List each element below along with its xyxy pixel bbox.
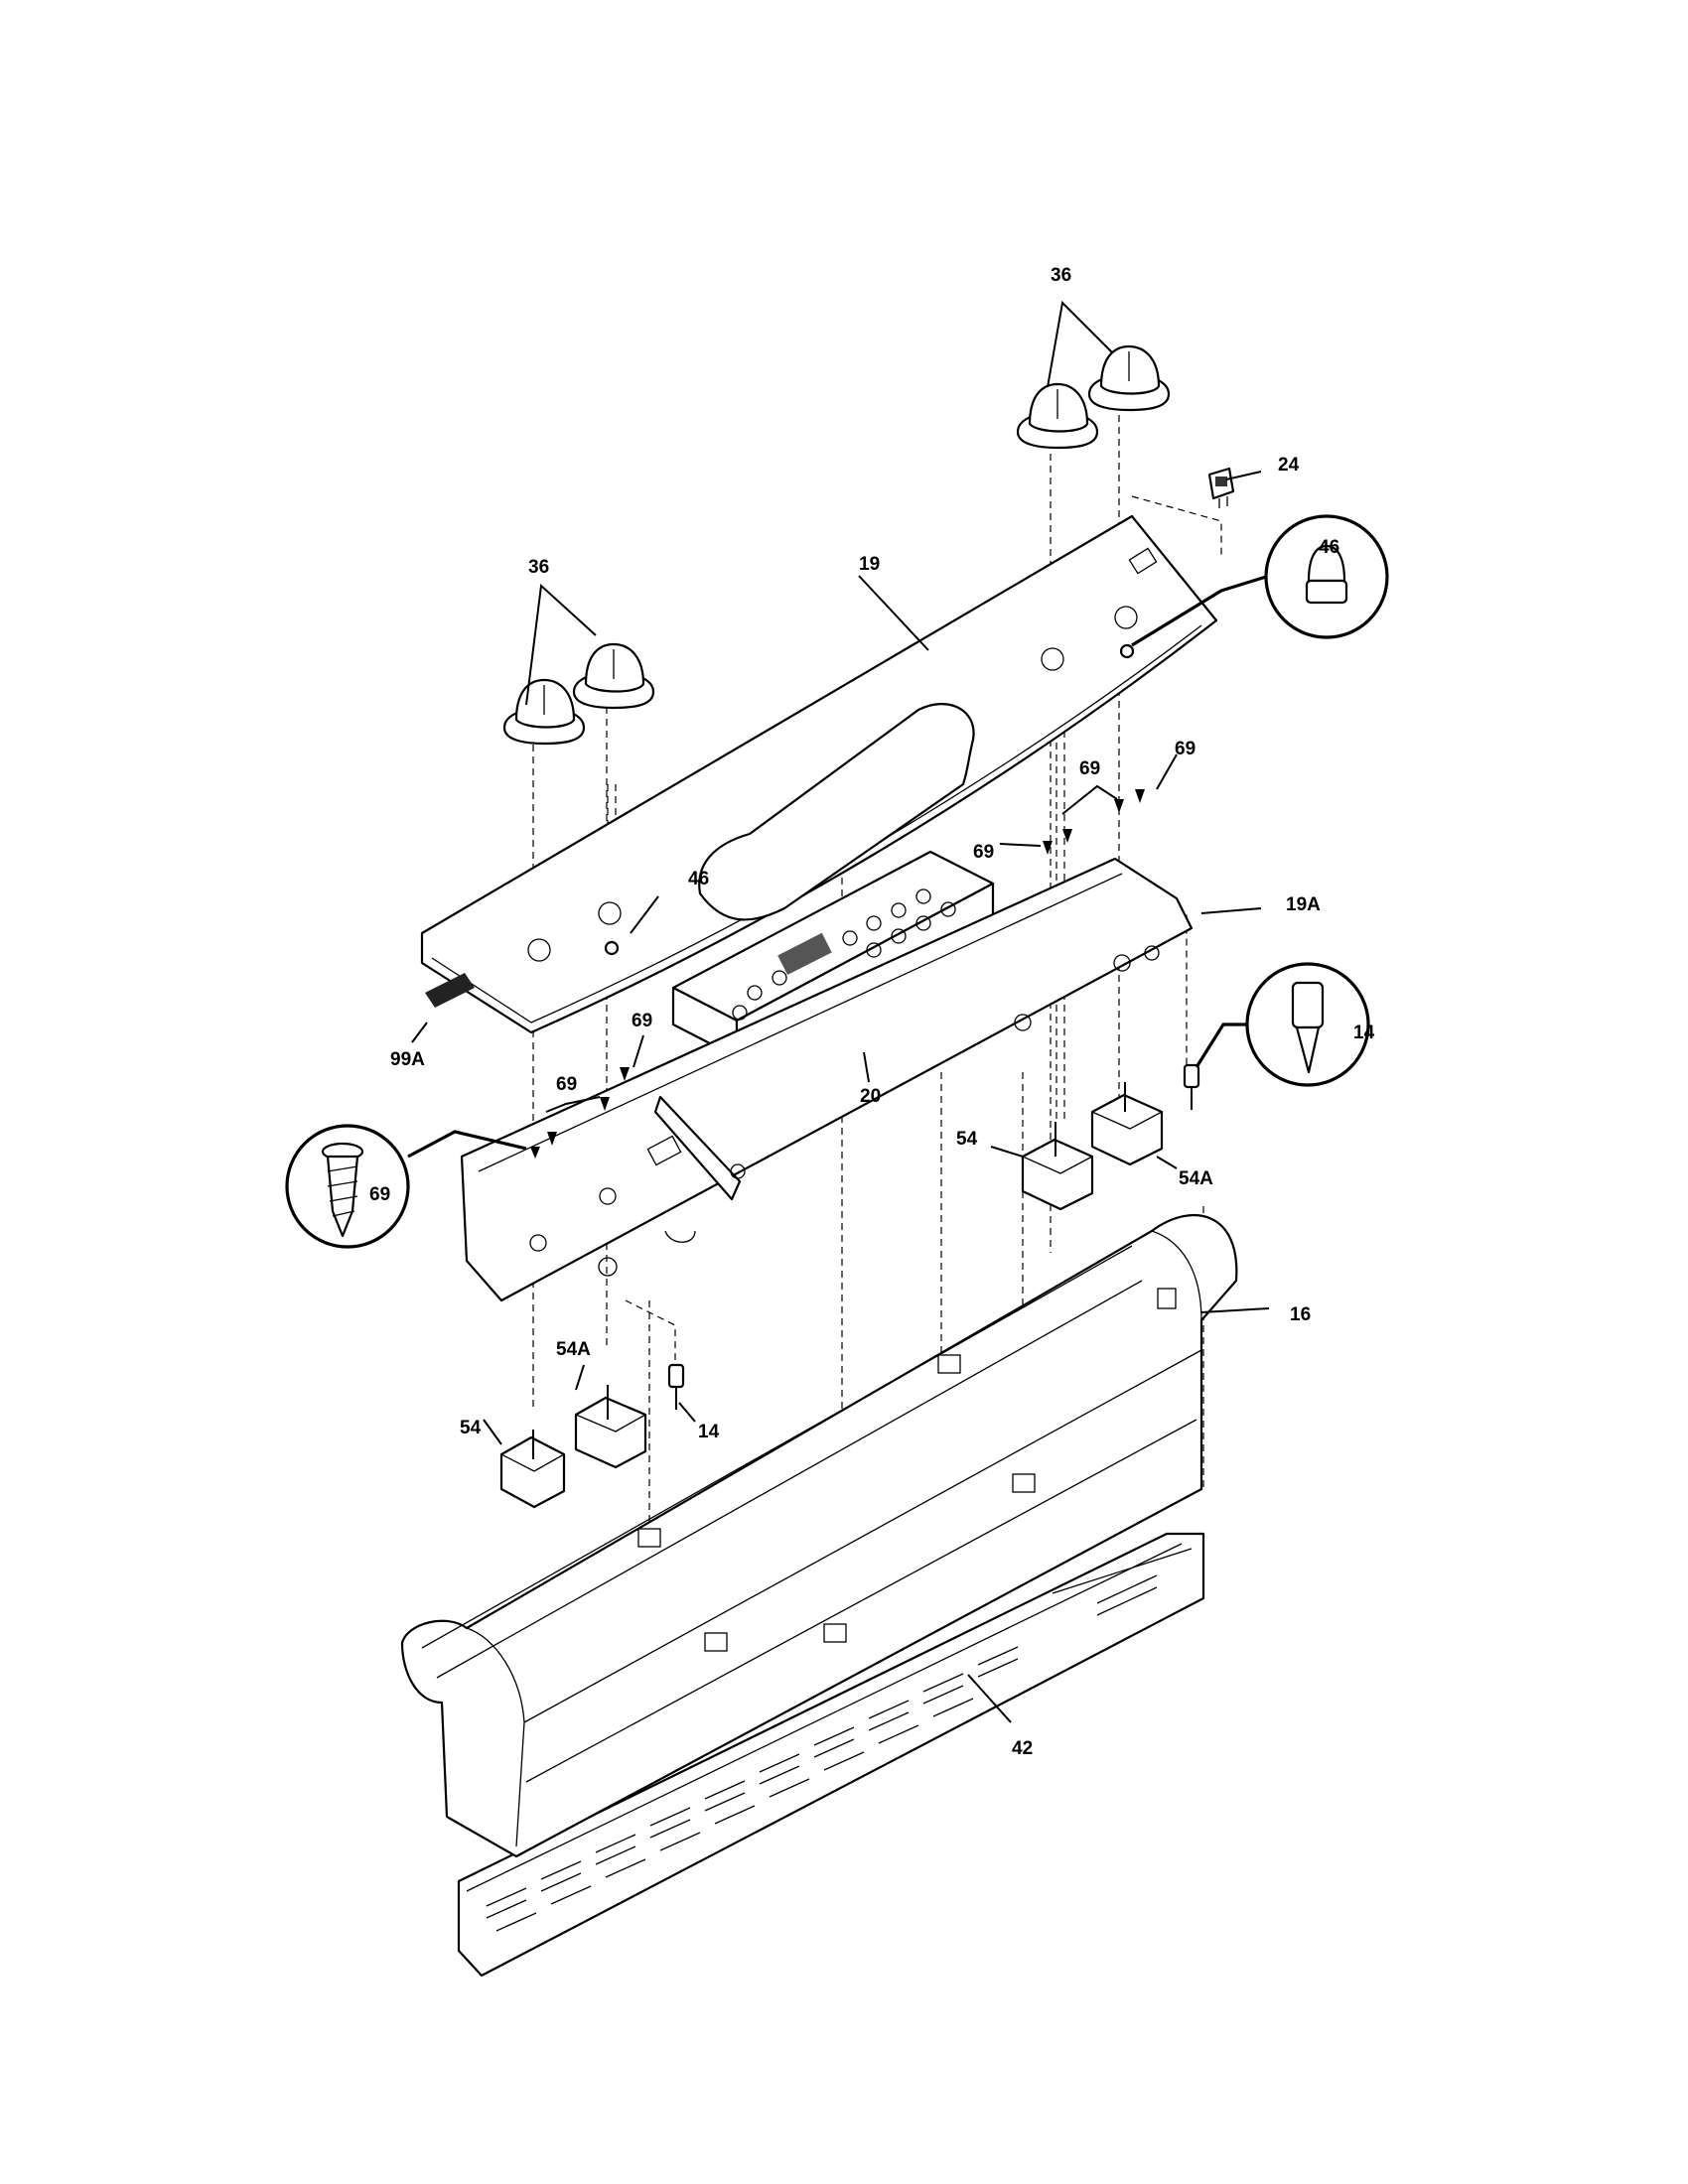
callout-36: 36 [1051,265,1071,286]
infinite-switch-part-54-left [499,1430,566,1509]
knob-icon [1087,344,1171,412]
callout-46: 46 [688,869,709,889]
infinite-switch-part-54-right [1021,1122,1094,1211]
callout-46: 46 [1319,537,1339,558]
knob-icon [1016,382,1099,450]
backguard-trim-part-16 [400,1213,1238,1858]
callout-24: 24 [1278,455,1300,476]
zoom-detail-69 [285,1124,527,1249]
knob-icon [502,678,586,746]
callout-69: 69 [369,1184,390,1205]
callout-69: 69 [1175,739,1196,759]
screw-icon [530,789,1145,1159]
callout-42: 42 [1012,1738,1033,1759]
callout-54: 54 [956,1129,978,1150]
indicator-lamp-part-14-right [1183,1063,1200,1110]
callout-16: 16 [1290,1304,1311,1325]
callout-54: 54 [460,1418,482,1438]
callout-99A: 99A [390,1049,425,1070]
zoom-detail-46 [1131,514,1389,647]
callout-54A: 54A [556,1339,591,1360]
callout-14: 14 [1353,1023,1375,1043]
vent-grille-part-42 [457,1532,1205,1978]
callout-14: 14 [698,1422,720,1442]
leader-lines [411,300,1270,1723]
zoom-detail-14 [1195,962,1370,1087]
mounting-bracket-part-19A [460,857,1194,1302]
callout-20: 20 [860,1086,881,1107]
control-panel-part-19 [420,514,1218,1034]
callout-69: 69 [973,842,994,863]
callout-19: 19 [859,554,880,575]
callout-labels: 36 24 46 36 19 69 69 69 46 19A 14 99A 69… [369,265,1375,1759]
callout-69: 69 [632,1011,652,1031]
infinite-switch-part-54A-left [574,1385,647,1469]
indicator-lamp-part-14 [667,1363,685,1410]
rocker-switch-part-24 [1207,467,1235,508]
callout-69: 69 [1079,758,1100,779]
callout-54A: 54A [1179,1168,1213,1189]
callout-19A: 19A [1286,894,1321,915]
infinite-switch-part-54A-right [1090,1082,1164,1166]
knob-icon [572,642,655,710]
callout-36: 36 [528,557,549,578]
ribbon-cable-part-99A [425,973,475,1008]
callout-69: 69 [556,1074,577,1095]
